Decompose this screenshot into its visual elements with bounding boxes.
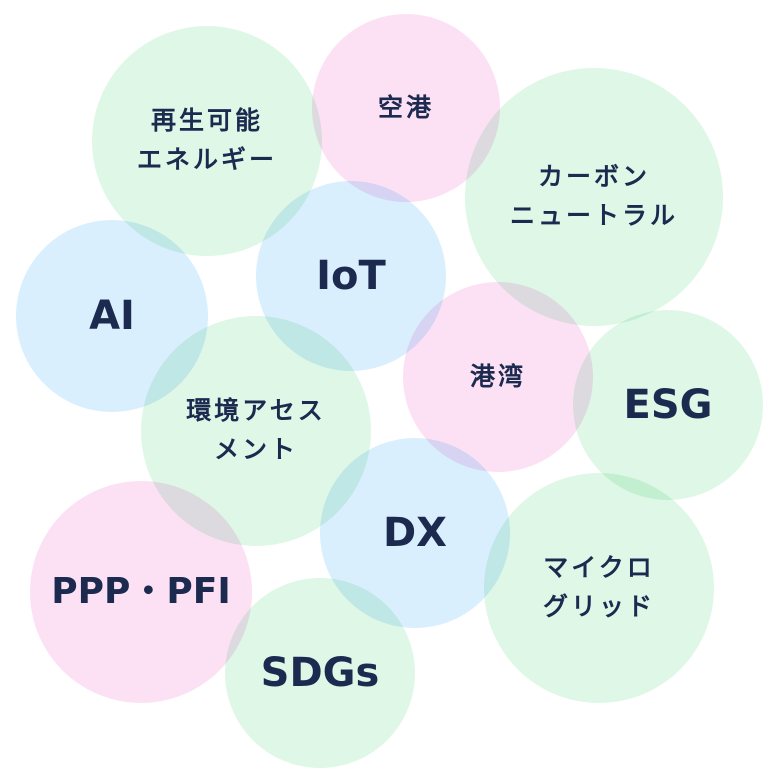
bubble-label: マイクロ グリッド xyxy=(542,553,655,621)
bubble-ppp-pfi: PPP・PFI xyxy=(30,481,252,703)
bubble-esg: ESG xyxy=(573,310,763,500)
bubble-label: ESG xyxy=(623,382,713,428)
bubble-label: 再生可能 エネルギー xyxy=(136,106,277,174)
bubble-microgrid: マイクロ グリッド xyxy=(484,473,714,703)
bubble-label: IoT xyxy=(316,253,386,299)
bubble-label: 環境アセス メント xyxy=(186,396,326,464)
bubble-label: 港湾 xyxy=(469,361,526,391)
bubble-label: DX xyxy=(382,510,448,556)
bubble-label: AI xyxy=(89,293,135,339)
bubble-renewable-energy: 再生可能 エネルギー xyxy=(92,26,322,256)
bubble-label: カーボン ニュートラル xyxy=(509,162,678,230)
bubble-label: PPP・PFI xyxy=(51,571,231,613)
bubble-label: SDGs xyxy=(260,650,380,696)
bubble-sdgs: SDGs xyxy=(225,578,415,768)
bubble-label: 空港 xyxy=(377,92,434,122)
